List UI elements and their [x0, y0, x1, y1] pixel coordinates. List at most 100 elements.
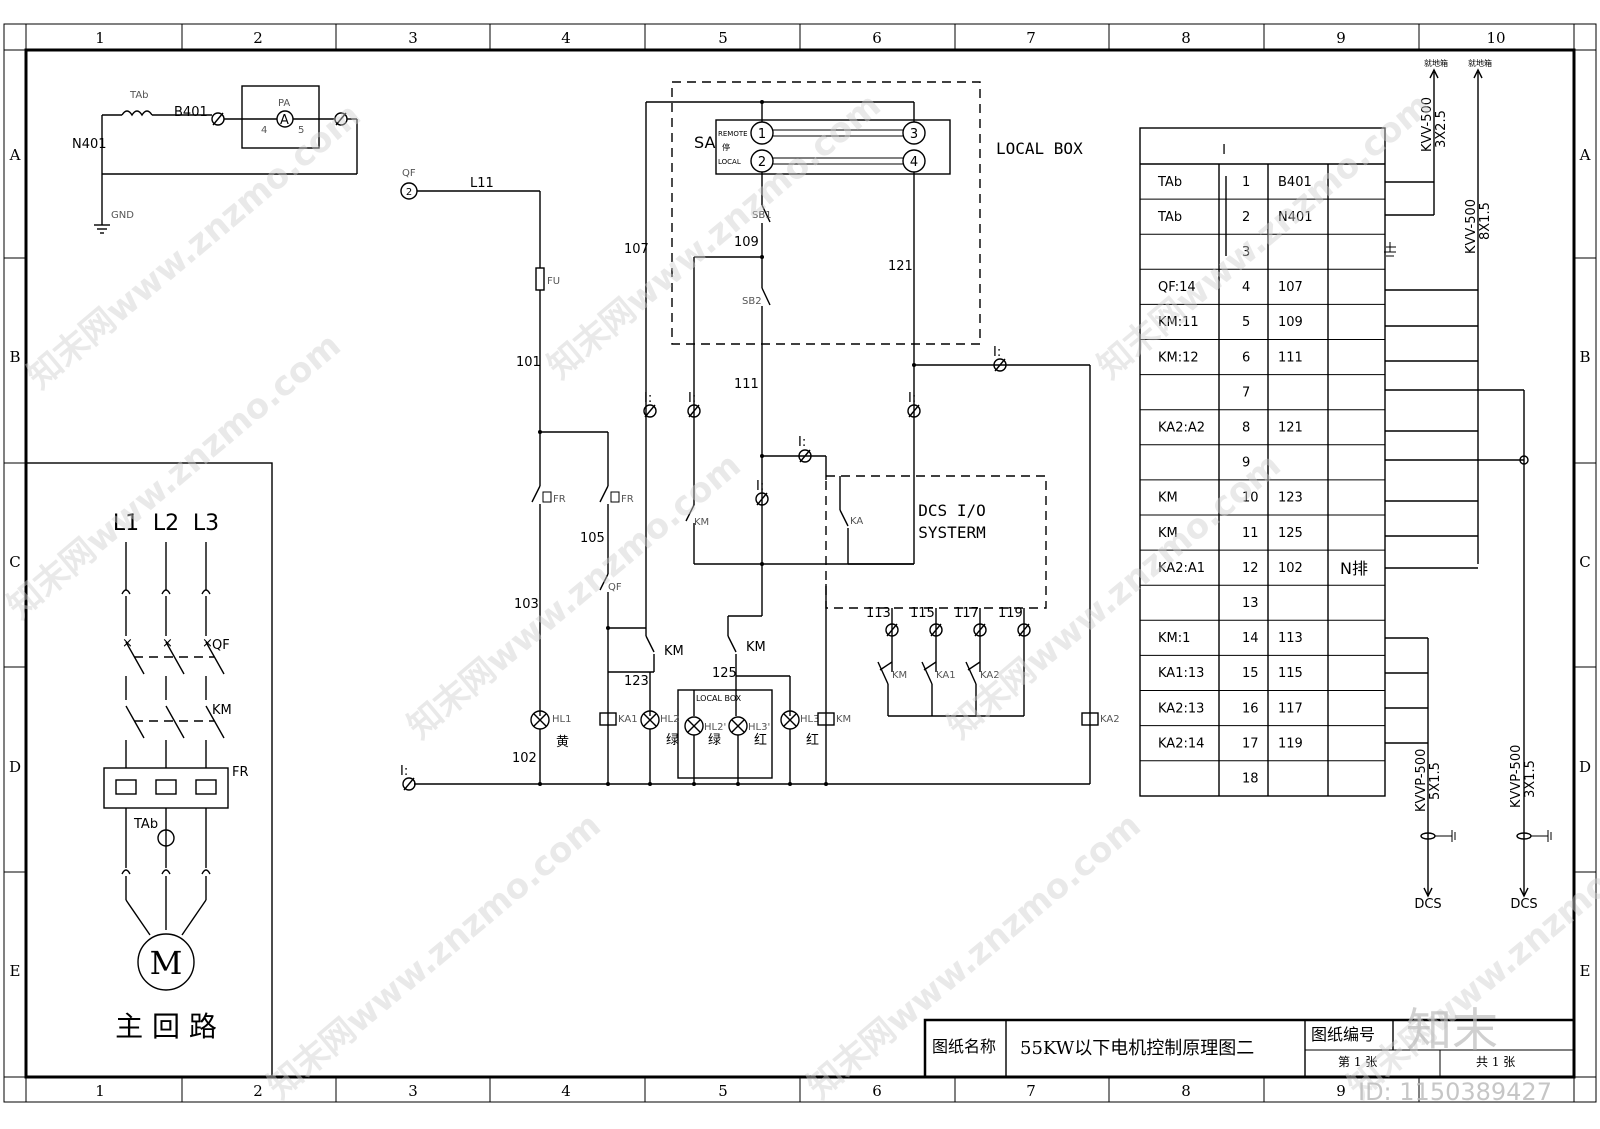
row-left-D: D — [9, 758, 21, 776]
coil-ka2: KA2 — [1100, 714, 1120, 725]
cable-4b: 3X1.5 — [1523, 760, 1538, 798]
local-box-label: LOCAL BOX — [996, 139, 1083, 158]
wire-b401: B401 — [174, 105, 208, 120]
svg-text:I:: I: — [798, 435, 806, 450]
main-circuit-title: 主 回 路 — [115, 1010, 217, 1043]
dcs-title-1: DCS I/O — [918, 501, 985, 520]
svg-text:×: × — [162, 636, 173, 651]
title-sheet: 第 1 张 — [1338, 1055, 1377, 1069]
wire-105: 105 — [580, 531, 605, 546]
cable-2a: KVV-500 — [1464, 199, 1479, 254]
cable-3b: 5X1.5 — [1428, 762, 1443, 800]
col-top-10: 10 — [1486, 29, 1505, 47]
cable-1b: 3X2.5 — [1434, 110, 1449, 148]
motor-label: M — [150, 944, 183, 982]
terminal-num-8: 8 — [1242, 420, 1250, 435]
terminal-dev-11: KM — [1158, 526, 1178, 541]
terminal-wire-4: 107 — [1278, 280, 1303, 295]
sa-num-3: 3 — [910, 127, 918, 142]
row-right-D: D — [1579, 758, 1591, 776]
terminal-num-11: 11 — [1242, 526, 1259, 541]
col-bottom-3: 3 — [408, 1082, 418, 1100]
wire-117: 117 — [954, 606, 979, 621]
terminal-num-17: 17 — [1242, 736, 1259, 751]
terminal-num-2: 2 — [1242, 210, 1250, 225]
sa-local: LOCAL — [718, 158, 741, 166]
lamp-hl2p-color: 绿 — [708, 733, 721, 748]
terminal-wire-11: 125 — [1278, 526, 1303, 541]
meter-tag: PA — [278, 98, 290, 109]
wire-111: 111 — [734, 377, 759, 392]
terminal-wire-10: 123 — [1278, 491, 1303, 506]
title-number-label: 图纸编号 — [1311, 1025, 1375, 1044]
lamp-hl1-color: 黄 — [556, 735, 569, 750]
terminal-dev-1: TAb — [1157, 175, 1182, 190]
terminal-num-7: 7 — [1242, 385, 1250, 400]
qf-source: QF — [402, 168, 416, 179]
meter-pin-left: 4 — [261, 125, 267, 136]
col-top-1: 1 — [95, 29, 105, 47]
wire-119: 119 — [998, 606, 1023, 621]
terminal-dev-14: KM:1 — [1158, 631, 1190, 646]
terminal-dev-5: KM:11 — [1158, 315, 1199, 330]
col-top-7: 7 — [1026, 29, 1036, 47]
dest-dcs-1: DCS — [1414, 897, 1441, 912]
local-box-frame — [671, 81, 981, 345]
watermark: 知末网www.znzmo.com 知末网www.znzmo.com 知末网www… — [0, 85, 1600, 1107]
col-bottom-9: 9 — [1336, 1082, 1346, 1100]
cable-3a: KVVP-500 — [1414, 749, 1429, 812]
wire-121: 121 — [888, 259, 913, 274]
ct-main-label: TAb — [133, 817, 158, 832]
wire-102: 102 — [512, 751, 537, 766]
control-circuit: LOCAL BOX SA REMOTE 停 LOCAL 1 2 3 4 107 … — [400, 81, 1120, 791]
km-aux: KM — [694, 517, 709, 528]
row-right-C: C — [1579, 553, 1590, 571]
terminal-wire-8: 121 — [1278, 420, 1303, 435]
row-right-E: E — [1580, 962, 1591, 980]
breaker-label: QF — [212, 638, 230, 653]
row-left-C: C — [9, 553, 20, 571]
svg-text:×: × — [202, 636, 213, 651]
title-name-label: 图纸名称 — [932, 1037, 996, 1056]
cables: 就地箱 KVV-500 3X2.5 就地箱 KVV-500 8X1.5 — [1384, 58, 1552, 912]
phase-l1: L1 — [113, 511, 139, 536]
lamp-hl2-color: 绿 — [666, 733, 679, 748]
terminal-num-10: 10 — [1242, 491, 1259, 506]
terminal-dev-15: KA1:13 — [1158, 666, 1204, 681]
svg-text:知末网www.znzmo.com: 知末网www.znzmo.com — [800, 805, 1149, 1107]
terminal-wire-14: 113 — [1278, 631, 1303, 646]
terminal-num-12: 12 — [1242, 561, 1259, 576]
n-bus: N排 — [1340, 559, 1368, 578]
cable-top-left: 就地箱 — [1424, 58, 1448, 68]
ka-contact: KA — [850, 516, 863, 527]
terminal-dev-17: KA2:14 — [1158, 736, 1204, 751]
col-top-4: 4 — [561, 29, 571, 47]
svg-text:知末网www.znzmo.com: 知末网www.znzmo.com — [260, 805, 609, 1107]
cable-1a: KVV-500 — [1420, 97, 1435, 152]
row-right-B: B — [1579, 348, 1590, 366]
row-left-B: B — [9, 348, 20, 366]
cable-top-right: 就地箱 — [1468, 58, 1492, 68]
x-mark: × — [122, 636, 133, 651]
terminal-num-3: 3 — [1242, 245, 1250, 260]
svg-text:知末网www.znzmo.com: 知末网www.znzmo.com — [940, 445, 1289, 747]
terminal-num-9: 9 — [1242, 456, 1250, 471]
km-contact-2: KM — [746, 640, 766, 655]
col-top-6: 6 — [872, 29, 882, 47]
row-right-A: A — [1579, 146, 1591, 164]
fr-contact-1: FR — [553, 494, 566, 505]
row-left-E: E — [10, 962, 21, 980]
title-total: 共 1 张 — [1476, 1055, 1515, 1069]
meter-pin-right: 5 — [298, 125, 304, 136]
col-top-8: 8 — [1181, 29, 1191, 47]
terminal-wire-16: 117 — [1278, 701, 1303, 716]
id-watermark: ID: 1150389427 — [1358, 1078, 1552, 1106]
svg-text:I:: I: — [400, 764, 408, 779]
lamp-hl3p-color: 红 — [754, 732, 767, 748]
terminal-dev-2: TAb — [1157, 210, 1182, 225]
col-top-3: 3 — [408, 29, 418, 47]
dcs-ka2: KA2 — [980, 670, 1000, 681]
row-left-A: A — [9, 146, 21, 164]
